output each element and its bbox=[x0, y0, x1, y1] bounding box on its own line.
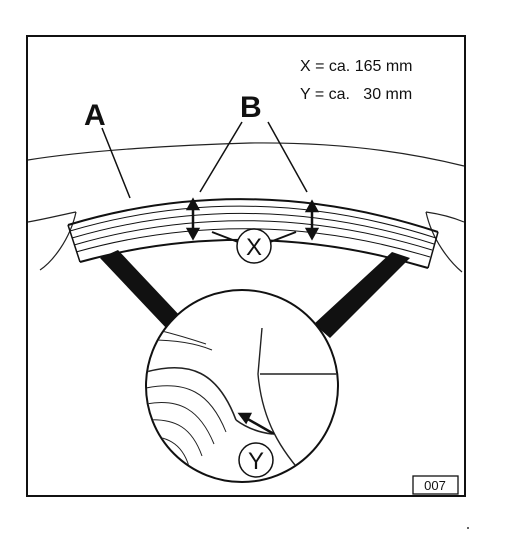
leader-line-a bbox=[101, 127, 131, 199]
marker-y-label: Y bbox=[248, 448, 264, 475]
label-a: A bbox=[84, 99, 106, 132]
speck bbox=[467, 527, 469, 529]
body-contour bbox=[27, 142, 465, 273]
leader-lines-b bbox=[199, 121, 308, 193]
clip-arrows bbox=[185, 197, 320, 241]
figure-number: 007 bbox=[424, 478, 446, 493]
marker-y: Y bbox=[238, 442, 274, 478]
x-pointers bbox=[211, 231, 297, 243]
marker-x: X bbox=[236, 228, 272, 264]
figure-number-box bbox=[412, 475, 459, 495]
zoom-wedges bbox=[100, 250, 410, 338]
dimension-x: X = ca. 165 mm bbox=[300, 58, 413, 75]
label-b: B bbox=[240, 91, 262, 124]
marker-x-label: X bbox=[246, 234, 262, 261]
detail-circle bbox=[145, 289, 339, 483]
dimension-y: Y = ca. 30 mm bbox=[300, 86, 412, 103]
